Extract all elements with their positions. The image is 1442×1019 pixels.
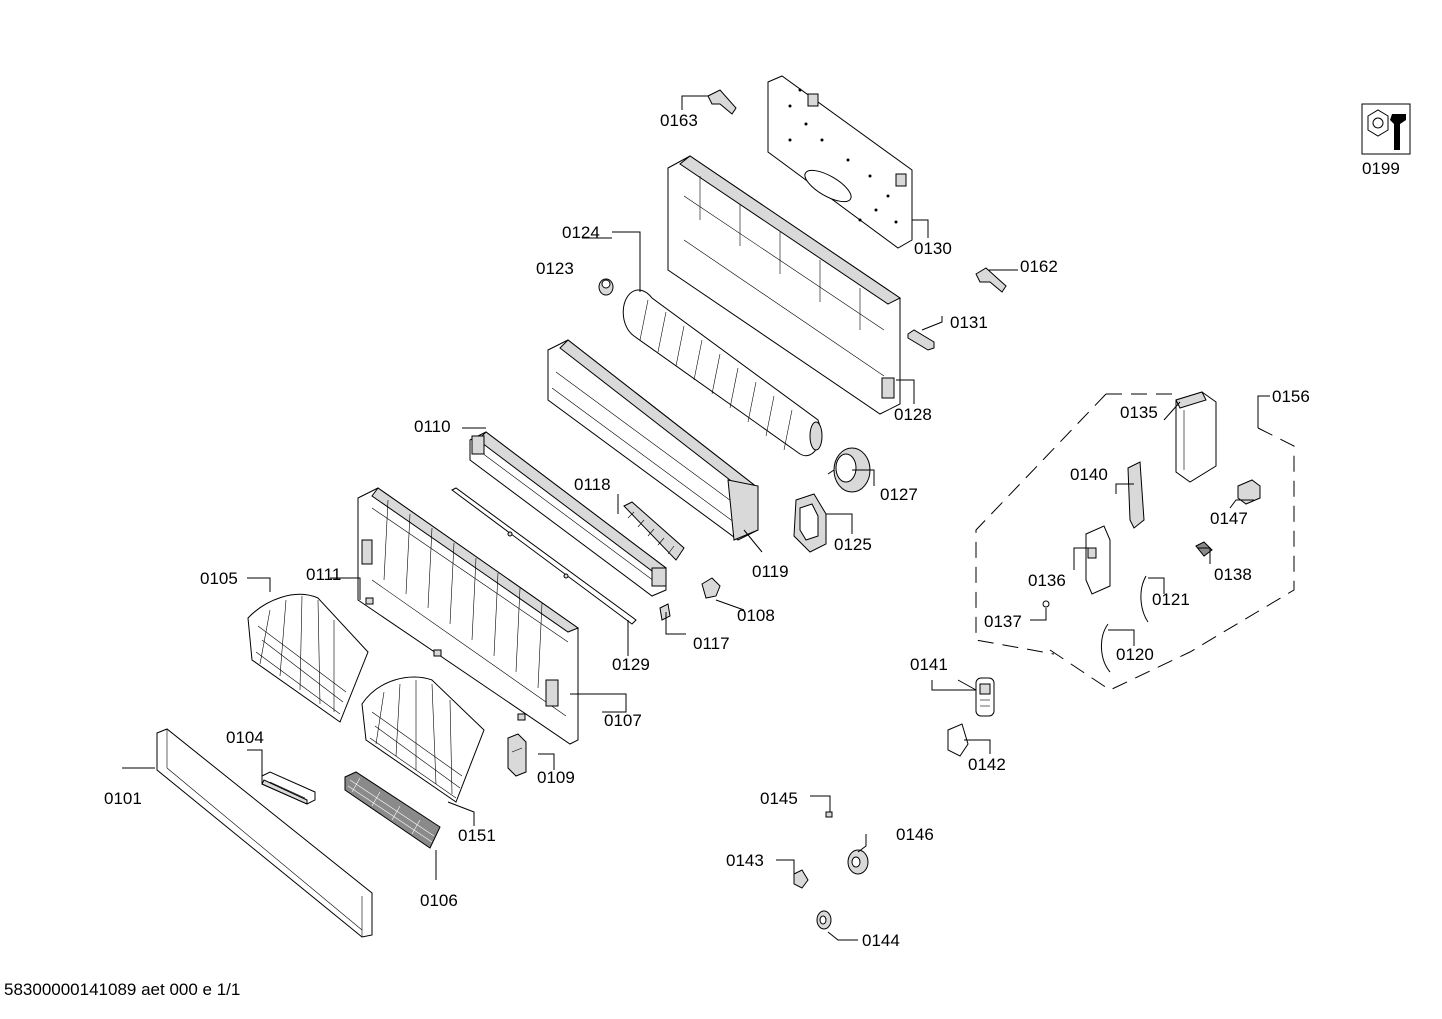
part-0106-fine-mesh-filter[interactable] xyxy=(344,771,441,849)
label-0104: 0104 xyxy=(226,728,264,747)
label-0136: 0136 xyxy=(1028,571,1066,590)
part-0136-circuit-board[interactable] xyxy=(1085,525,1111,595)
part-0135-control-box-cover[interactable] xyxy=(1175,391,1217,483)
label-0143: 0143 xyxy=(726,851,764,870)
label-0124: 0124 xyxy=(562,223,600,242)
part-number-labels: 0101 0104 0105 0106 0107 0108 0109 0110 … xyxy=(104,111,1400,950)
part-0131-bar[interactable] xyxy=(907,329,935,351)
label-0105: 0105 xyxy=(200,569,238,588)
label-0127: 0127 xyxy=(880,485,918,504)
part-0140-bracket[interactable] xyxy=(1127,461,1145,529)
frame-screw xyxy=(517,713,526,721)
label-0162: 0162 xyxy=(1020,257,1058,276)
label-0128: 0128 xyxy=(894,405,932,424)
part-0199-tool-kit[interactable] xyxy=(1361,103,1411,155)
frame-screw xyxy=(433,649,442,657)
label-0118: 0118 xyxy=(574,475,611,494)
label-0129: 0129 xyxy=(612,655,650,674)
label-0121: 0121 xyxy=(1152,590,1190,609)
label-0146: 0146 xyxy=(896,825,934,844)
part-0141-remote-control[interactable] xyxy=(975,677,995,717)
part-0123-bearing[interactable] xyxy=(598,278,614,296)
leader-lines xyxy=(122,95,1270,941)
part-0118-drain-hose[interactable] xyxy=(623,501,685,561)
part-0128-chassis[interactable] xyxy=(667,155,901,415)
part-0110-louver-assembly[interactable] xyxy=(469,431,667,597)
part-0111-screw[interactable] xyxy=(365,597,374,605)
label-0131: 0131 xyxy=(950,313,988,332)
label-0163: 0163 xyxy=(660,111,698,130)
part-0144-flare-nut[interactable] xyxy=(816,910,832,930)
label-0123: 0123 xyxy=(536,259,574,278)
label-0151: 0151 xyxy=(458,826,496,845)
label-0108: 0108 xyxy=(737,606,775,625)
part-0104-display-board[interactable] xyxy=(261,771,316,805)
label-0147: 0147 xyxy=(1210,509,1248,528)
label-0141: 0141 xyxy=(910,655,948,674)
label-0140: 0140 xyxy=(1070,465,1108,484)
part-0124-blower-wheel[interactable] xyxy=(622,289,823,457)
label-0117: 0117 xyxy=(693,634,730,653)
part-0138-connector[interactable] xyxy=(1195,541,1213,557)
part-0125-motor-bracket[interactable] xyxy=(793,493,827,553)
label-0101: 0101 xyxy=(104,789,142,808)
part-0101-front-panel[interactable] xyxy=(156,728,373,938)
part-0151-air-filter-right[interactable] xyxy=(361,676,485,803)
part-0163-hook[interactable] xyxy=(707,89,737,115)
part-0107-front-frame[interactable] xyxy=(357,487,580,745)
label-0109: 0109 xyxy=(537,768,575,787)
part-0119-drain-pan[interactable] xyxy=(547,339,759,541)
label-0145: 0145 xyxy=(760,789,798,808)
label-0199: 0199 xyxy=(1362,159,1400,178)
label-0107: 0107 xyxy=(604,711,642,730)
label-0138: 0138 xyxy=(1214,565,1252,584)
part-0121-wire[interactable] xyxy=(1140,575,1149,623)
label-0156: 0156 xyxy=(1272,387,1310,406)
nut-and-wrench-icon xyxy=(1367,109,1406,150)
part-0130-mounting-plate[interactable] xyxy=(767,75,913,249)
label-0120: 0120 xyxy=(1116,645,1154,664)
part-0142-remote-holder[interactable] xyxy=(947,723,969,757)
part-0105-air-filter-left[interactable] xyxy=(247,594,369,723)
part-0108-cap[interactable] xyxy=(701,577,721,599)
part-0146-nut[interactable] xyxy=(847,849,869,875)
label-0144: 0144 xyxy=(862,931,900,950)
part-0143-fitting[interactable] xyxy=(793,869,809,889)
label-0111: 0111 xyxy=(306,565,341,584)
label-0125: 0125 xyxy=(834,535,872,554)
label-0137: 0137 xyxy=(984,612,1022,631)
label-0142: 0142 xyxy=(968,755,1006,774)
label-0110: 0110 xyxy=(414,417,451,436)
part-0147-relay[interactable] xyxy=(1237,479,1261,505)
part-0137-sensor[interactable] xyxy=(1042,600,1050,608)
document-code: 58300000141089 aet 000 e 1/1 xyxy=(4,980,241,999)
group-0156-electrical-box[interactable] xyxy=(975,393,1295,691)
label-0135: 0135 xyxy=(1120,403,1158,422)
part-0120-wire[interactable] xyxy=(1101,623,1111,673)
label-0106: 0106 xyxy=(420,891,458,910)
part-0109-bracket[interactable] xyxy=(507,733,527,777)
label-0119: 0119 xyxy=(752,562,789,581)
part-0117-small-clip[interactable] xyxy=(659,603,671,621)
label-0130: 0130 xyxy=(914,239,952,258)
part-0145-pin[interactable] xyxy=(825,811,833,818)
part-0162-hook[interactable] xyxy=(975,267,1007,293)
part-0129-swing-rod[interactable] xyxy=(451,487,637,625)
